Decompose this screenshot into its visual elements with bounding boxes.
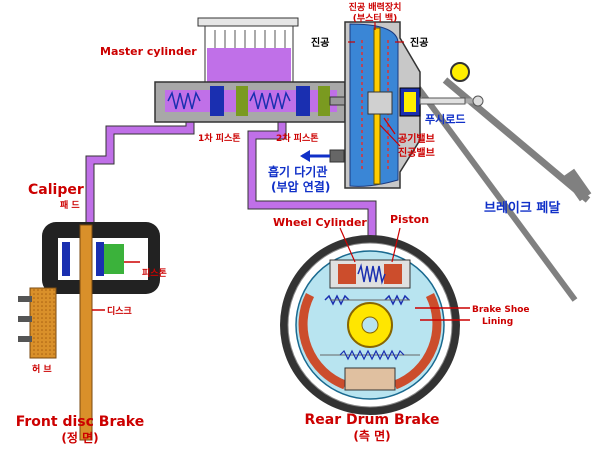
hub-label: 허 브 xyxy=(32,363,52,375)
hub xyxy=(29,287,57,359)
lining-label: Lining xyxy=(482,317,513,327)
caliper-label: Caliper xyxy=(28,182,84,198)
rear-title: Rear Drum Brake xyxy=(305,412,440,428)
rear-sub-title: (측 면) xyxy=(353,428,390,443)
piston-2-label: 2차 피스톤 xyxy=(276,132,319,144)
spring-1 xyxy=(167,90,201,110)
primary-piston-cup xyxy=(210,86,224,116)
vacuum-valve-label: 진공밸브 xyxy=(398,146,435,159)
front-sub-title: (정 면) xyxy=(61,430,98,445)
front-title: Front disc Brake xyxy=(16,414,145,430)
disc-label: 디스크 xyxy=(107,305,132,317)
pad-label: 패 드 xyxy=(60,199,80,211)
booster-sub-label: (부스터 백) xyxy=(353,12,397,24)
intake-sub-label: (부압 연결) xyxy=(271,179,330,194)
push-rod-label: 푸시로드 xyxy=(425,113,465,126)
brake-pedal-label: 브레이크 페달 xyxy=(484,200,560,216)
rear-drum-brake xyxy=(280,235,470,415)
leader-lines xyxy=(339,22,404,263)
pad-right xyxy=(96,242,104,276)
piston-1-label: 1차 피스톤 xyxy=(198,132,241,144)
secondary-piston-cup xyxy=(296,86,310,116)
intake-arrow xyxy=(300,150,330,162)
caliper-piston xyxy=(104,244,124,274)
brake-fluid-lines xyxy=(86,108,376,262)
booster-label: 진공 배력장치 xyxy=(349,1,402,13)
vacuum-right-label: 진공 xyxy=(410,36,428,49)
primary-piston xyxy=(236,86,248,116)
master-cylinder xyxy=(154,81,361,123)
vacuum-left-label: 진공 xyxy=(311,36,329,49)
reservoir xyxy=(197,17,299,83)
labels: Master cylinder 진공 배력장치 (부스터 백) 진공 진공 푸시… xyxy=(16,1,561,445)
front-disc-brake xyxy=(18,222,160,441)
pad-left xyxy=(62,242,70,276)
adjuster xyxy=(344,367,396,391)
vacuum-port xyxy=(329,149,345,163)
wheel-cylinder-label: Wheel Cylinder xyxy=(273,216,367,229)
brake-shoe-label: Brake Shoe xyxy=(472,305,530,315)
vacuum-booster xyxy=(329,21,466,189)
piston-front-label: 피스톤 xyxy=(142,267,167,279)
pedal-pivot-icon xyxy=(450,62,470,82)
spring-2 xyxy=(249,90,291,110)
piston-rear-label: Piston xyxy=(390,213,429,226)
intake-label: 흡기 다기관 xyxy=(268,164,327,179)
disc xyxy=(79,224,93,441)
left-shoe-lining xyxy=(298,292,347,390)
secondary-piston xyxy=(318,86,330,116)
master-cylinder-label: Master cylinder xyxy=(100,45,197,58)
brake-pedal-assembly xyxy=(402,62,592,302)
air-valve-label: 공기밸브 xyxy=(398,132,435,145)
